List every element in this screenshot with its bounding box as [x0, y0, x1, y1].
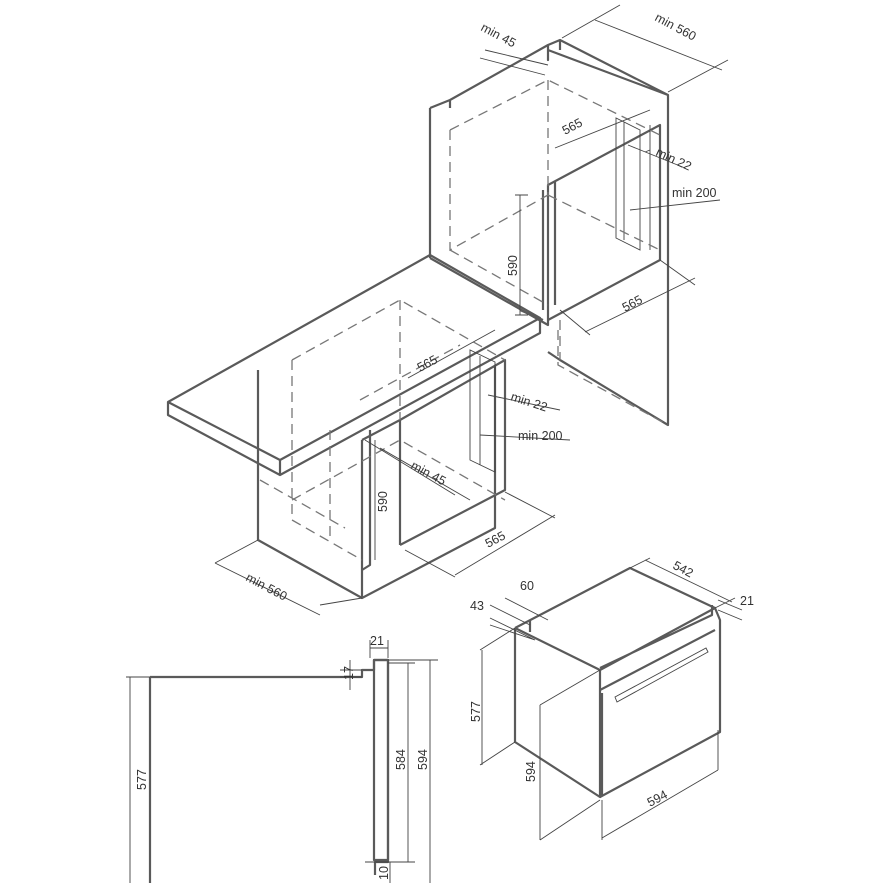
tall-niche-depth: 565 [560, 115, 585, 137]
iso-body-height: 577 [469, 701, 483, 722]
oven-door-frame [599, 629, 716, 795]
counter-cabinet [166, 253, 542, 600]
oven-isometric: 542 21 60 43 577 594 594 [469, 557, 754, 841]
side-inner-height: 584 [394, 749, 408, 770]
tall-cabinet-outline [428, 38, 670, 427]
side-body-height: 577 [135, 769, 149, 790]
oven-side-view: 21 17 577 584 594 10 [126, 634, 438, 883]
iso-front-width: 594 [645, 787, 670, 809]
iso-front-thickness: 21 [740, 594, 754, 608]
iso-rear-offset: 60 [520, 579, 534, 593]
iso-rear-drop: 43 [470, 599, 484, 613]
side-panel-thickness: 21 [370, 634, 384, 648]
lower-hidden-edges [259, 299, 506, 561]
oven-handle [614, 647, 709, 703]
side-view-body [148, 658, 390, 883]
side-top-step: 17 [342, 666, 356, 680]
side-view-dimlines [126, 640, 438, 883]
lower-vent-opening: min 200 [518, 429, 563, 443]
iso-front-height: 594 [524, 761, 538, 782]
tall-top-gap: min 45 [479, 20, 519, 50]
lower-rear-gap: min 22 [509, 390, 549, 415]
lower-vent-slot [469, 349, 496, 473]
countertop [166, 253, 542, 477]
lower-niche-height: 590 [376, 491, 390, 512]
side-total-height: 594 [416, 749, 430, 770]
tall-width-min: min 560 [653, 10, 699, 43]
tall-hidden-edges [449, 79, 669, 426]
dimension-lines [214, 4, 729, 616]
oven-front-panel [599, 605, 722, 798]
lower-niche-depth: 565 [415, 352, 440, 374]
side-bottom-gap: 10 [377, 866, 391, 880]
tall-niche-width: 565 [620, 292, 645, 314]
dimension-labels: min 560 min 45 565 min 22 min 200 590 56… [244, 10, 717, 603]
lower-width-min: min 560 [244, 570, 290, 603]
tall-cabinet [428, 38, 670, 427]
oven-iso-dimlines [479, 557, 743, 841]
lower-top-gap: min 45 [409, 458, 449, 488]
tall-cabinet-front [429, 123, 662, 327]
side-view-door [372, 658, 390, 862]
iso-depth: 542 [671, 558, 696, 580]
tall-niche-height: 590 [506, 255, 520, 276]
lower-cabinet-body [256, 370, 497, 600]
tall-vent-opening: min 200 [672, 186, 717, 200]
tall-vent-slot [615, 117, 651, 251]
